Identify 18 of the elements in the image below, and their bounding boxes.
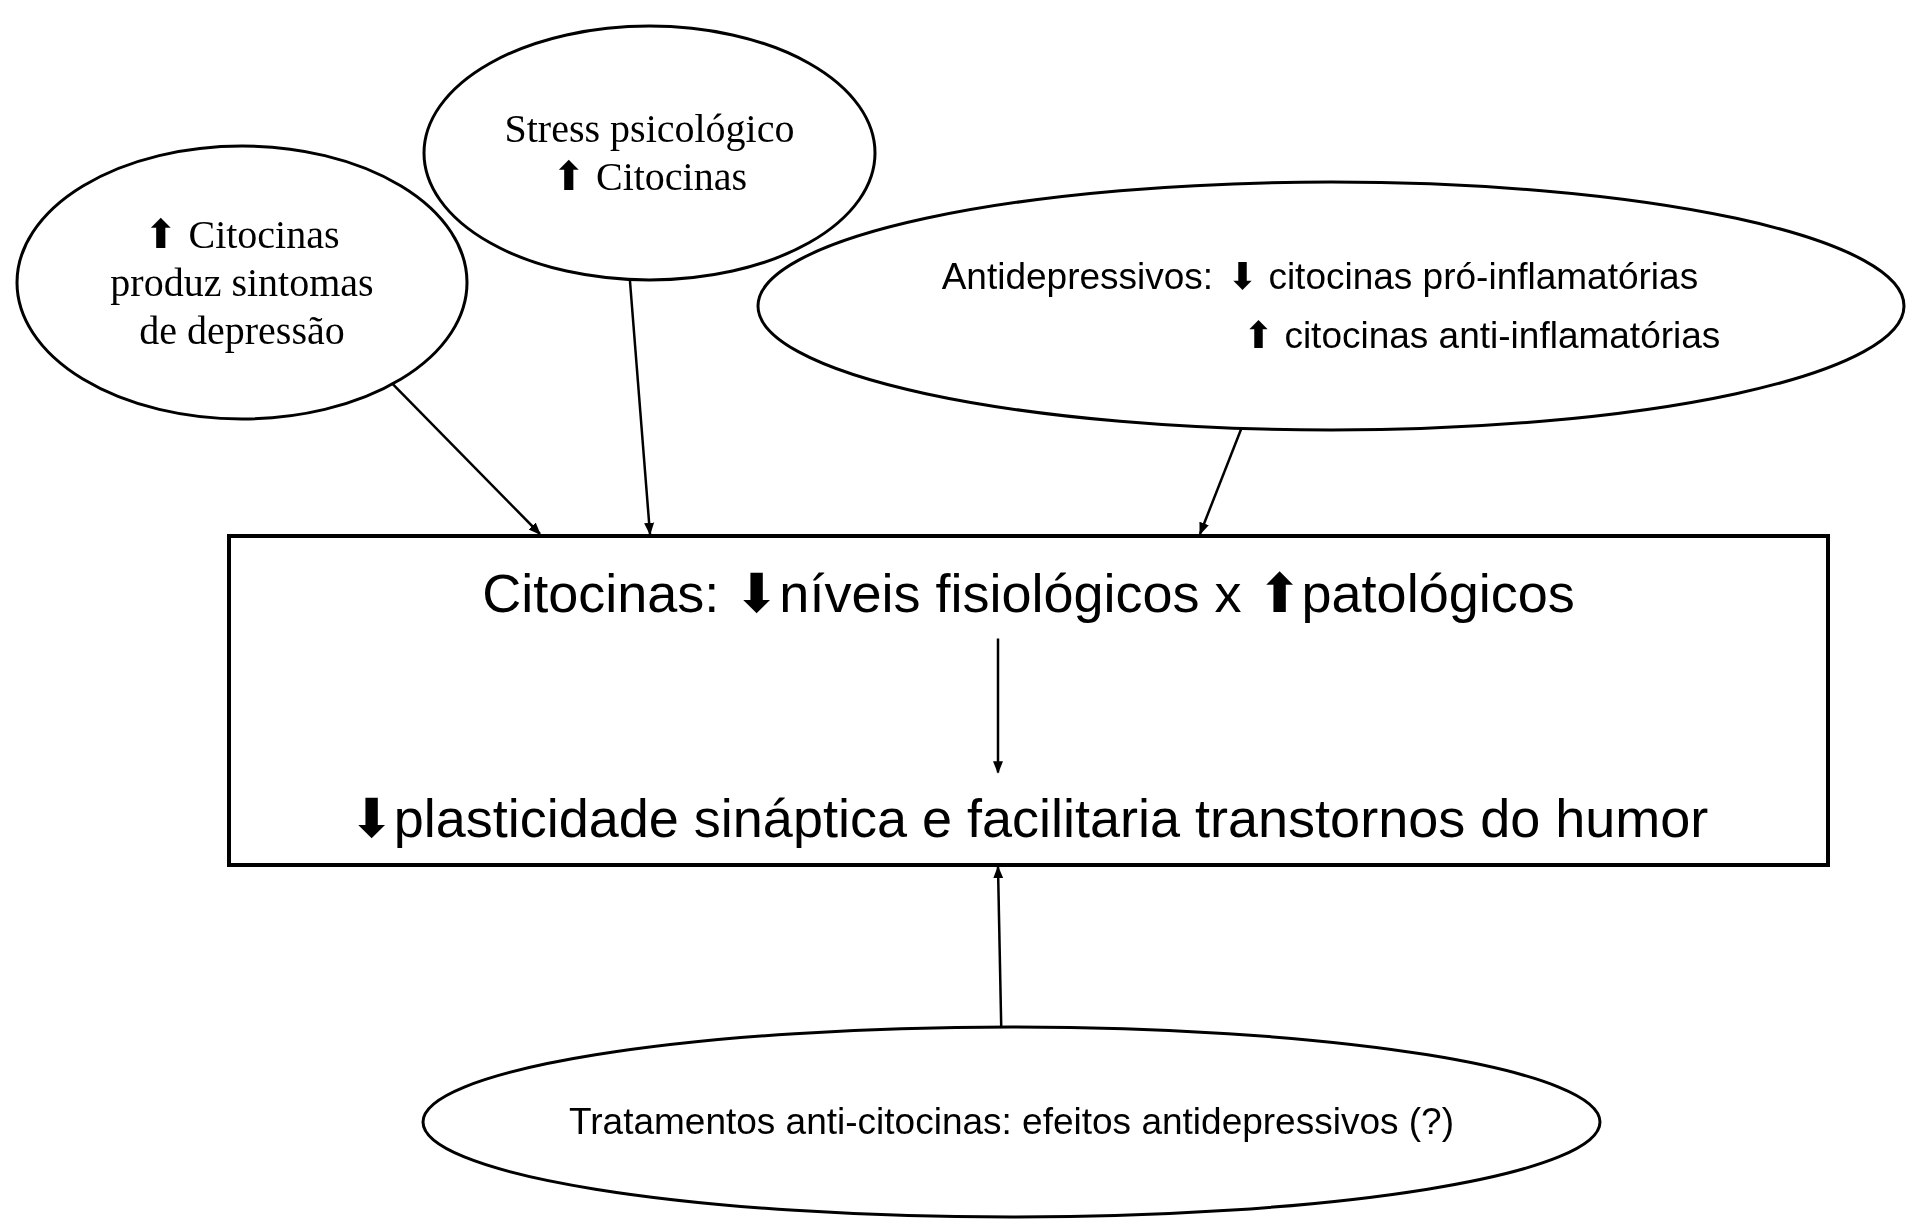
node-text: Stress psicológico ⬆ Citocinas [503,105,796,201]
ellipse-node [756,180,1906,432]
node-text: Tratamentos anti-citocinas: efeitos antidepressivos (?) [569,1101,1454,1143]
node-text: ⬆ citocinas anti-inflamatórias [1243,314,1721,358]
arrow [993,638,1003,774]
arrow [993,865,1004,1028]
node-text: ⬆ Citocinas produz sintomas de depressão [109,210,375,355]
ellipse-node [422,24,877,282]
process-box [227,534,1830,867]
node-text: Citocinas: ⬇níveis fisiológicos x ⬆patológicos [482,561,1575,625]
node-text: Antidepressivos: [941,254,1214,299]
node-text: ⬇plasticidade sináptica e facilitaria transtornos do humor [348,786,1709,850]
node-text: ⬇ citocinas pró-inflamatórias [1227,254,1700,299]
arrow [628,279,655,536]
ellipse-node [15,144,469,421]
arrow [1198,428,1243,536]
ellipse-node [421,1025,1602,1219]
arrow [391,383,541,535]
